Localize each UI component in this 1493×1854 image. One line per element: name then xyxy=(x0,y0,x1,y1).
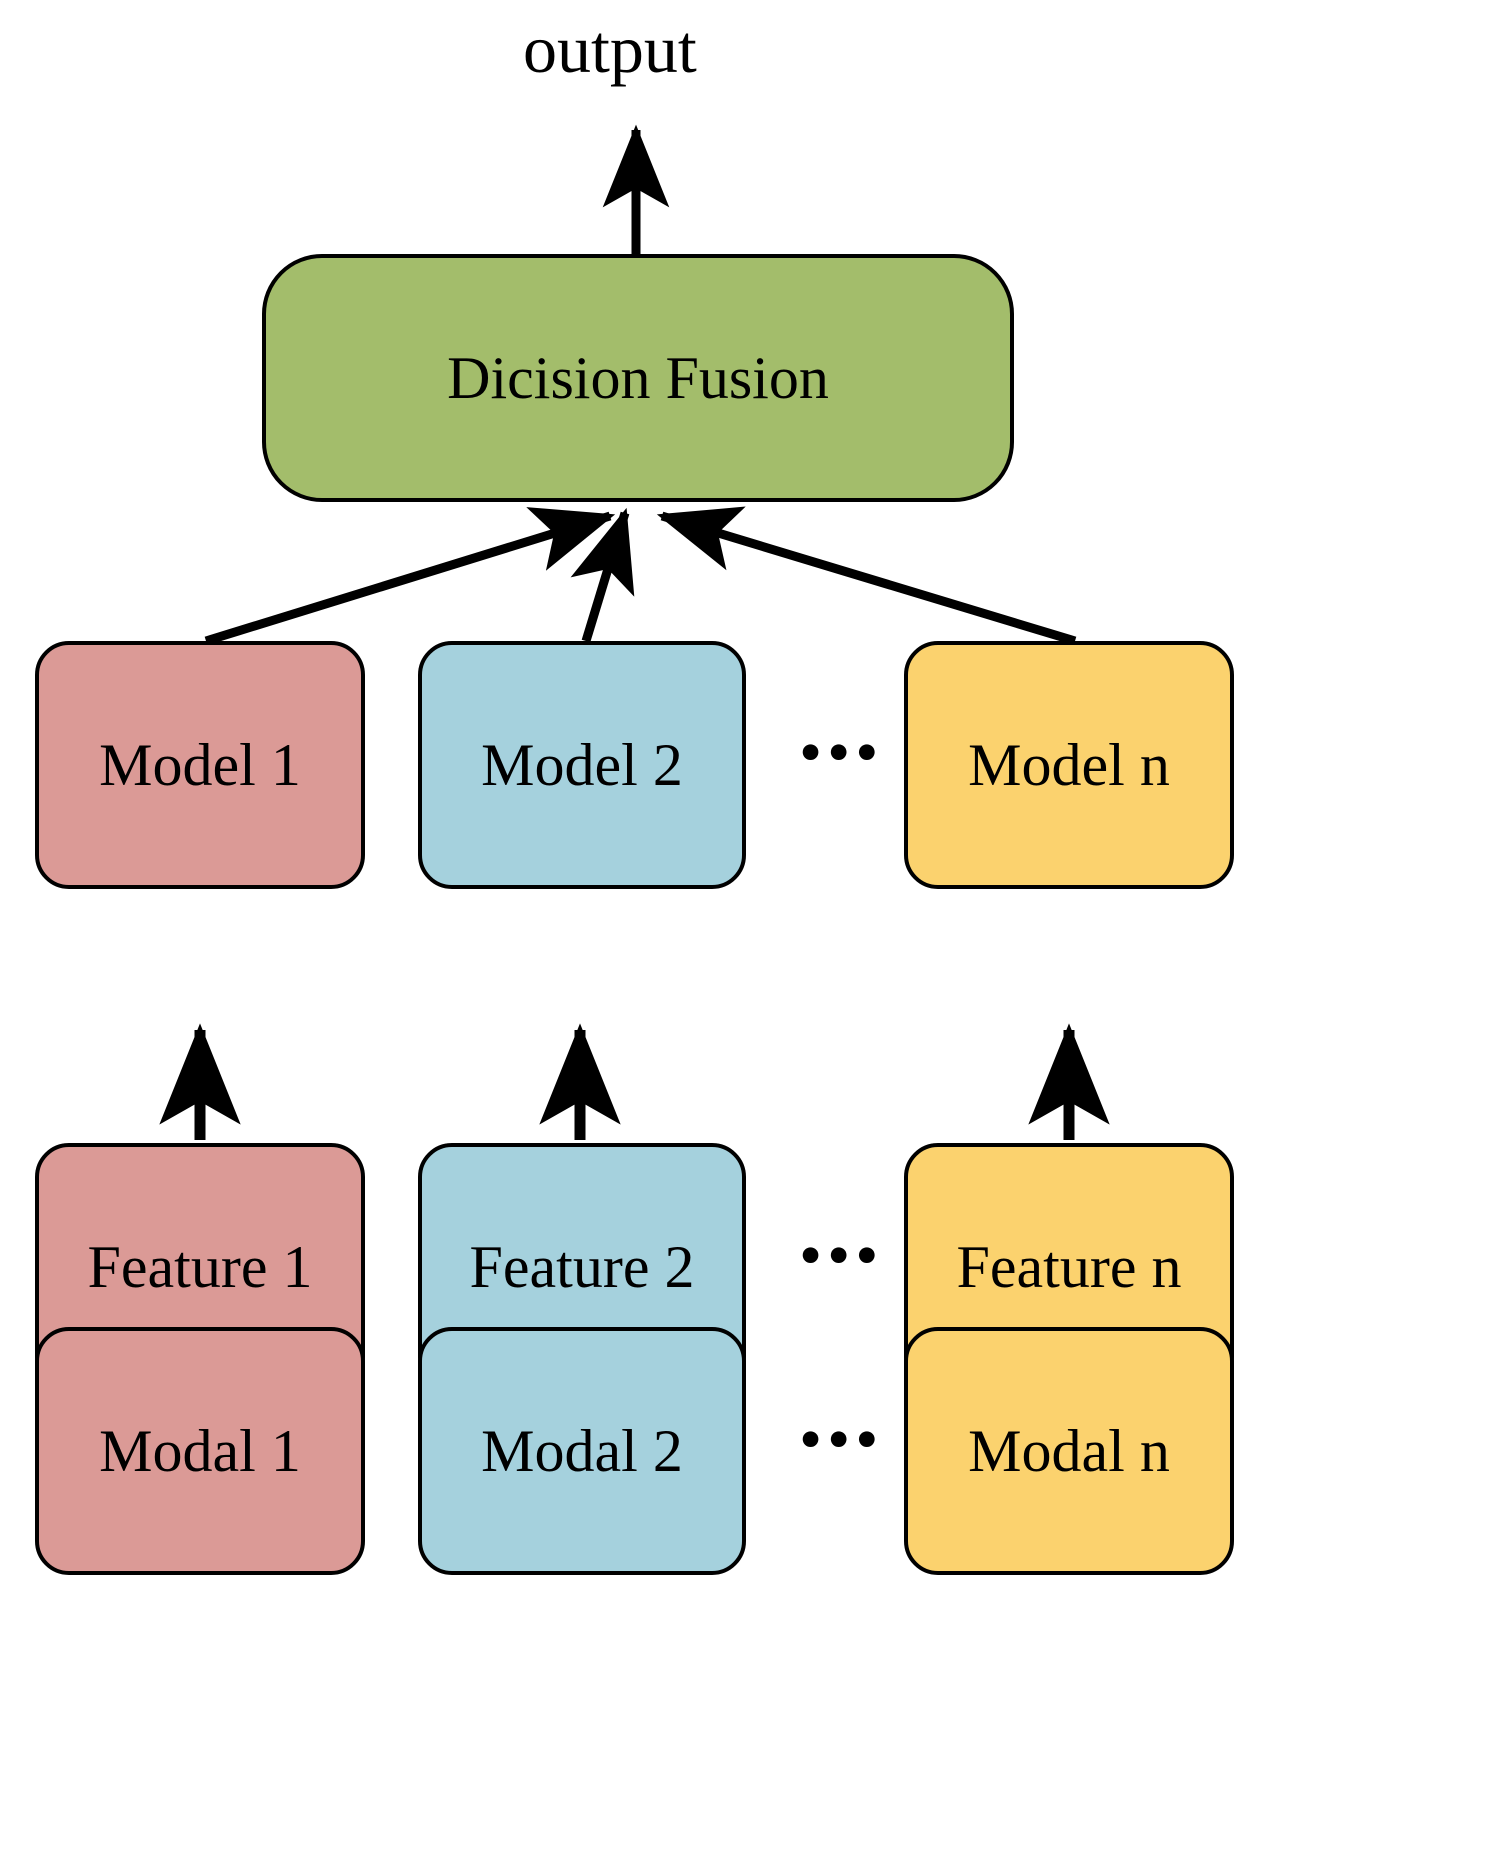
modal-n-node[interactable]: Modal n xyxy=(904,1327,1234,1575)
model-1-node[interactable]: Model 1 xyxy=(35,641,365,889)
decision-fusion-label: Dicision Fusion xyxy=(447,344,829,411)
feature-1-label: Feature 1 xyxy=(87,1233,313,1300)
model1-to-fusion-arrow xyxy=(204,507,616,646)
modal-n-label: Modal n xyxy=(968,1417,1170,1484)
feature-n-label: Feature n xyxy=(956,1233,1182,1300)
model2-to-fusion-arrow xyxy=(570,507,635,643)
decision-fusion-node[interactable]: Dicision Fusion xyxy=(262,254,1014,502)
modal-1-label: Modal 1 xyxy=(99,1417,301,1484)
model-2-label: Model 2 xyxy=(481,731,683,798)
model-1-label: Model 1 xyxy=(99,731,301,798)
modal-2-node[interactable]: Modal 2 xyxy=(418,1327,746,1575)
modeln-to-fusion-arrow xyxy=(656,506,1077,646)
modal-2-label: Modal 2 xyxy=(481,1417,683,1484)
model-row-ellipsis: ••• xyxy=(799,716,884,789)
model-n-node[interactable]: Model n xyxy=(904,641,1234,889)
feature-row-ellipsis: ••• xyxy=(799,1219,884,1292)
modal-row-ellipsis: ••• xyxy=(799,1403,884,1476)
feature-2-label: Feature 2 xyxy=(469,1233,695,1300)
output-label: output xyxy=(523,11,697,87)
model-2-node[interactable]: Model 2 xyxy=(418,641,746,889)
modal-1-node[interactable]: Modal 1 xyxy=(35,1327,365,1575)
model-n-label: Model n xyxy=(968,731,1170,798)
